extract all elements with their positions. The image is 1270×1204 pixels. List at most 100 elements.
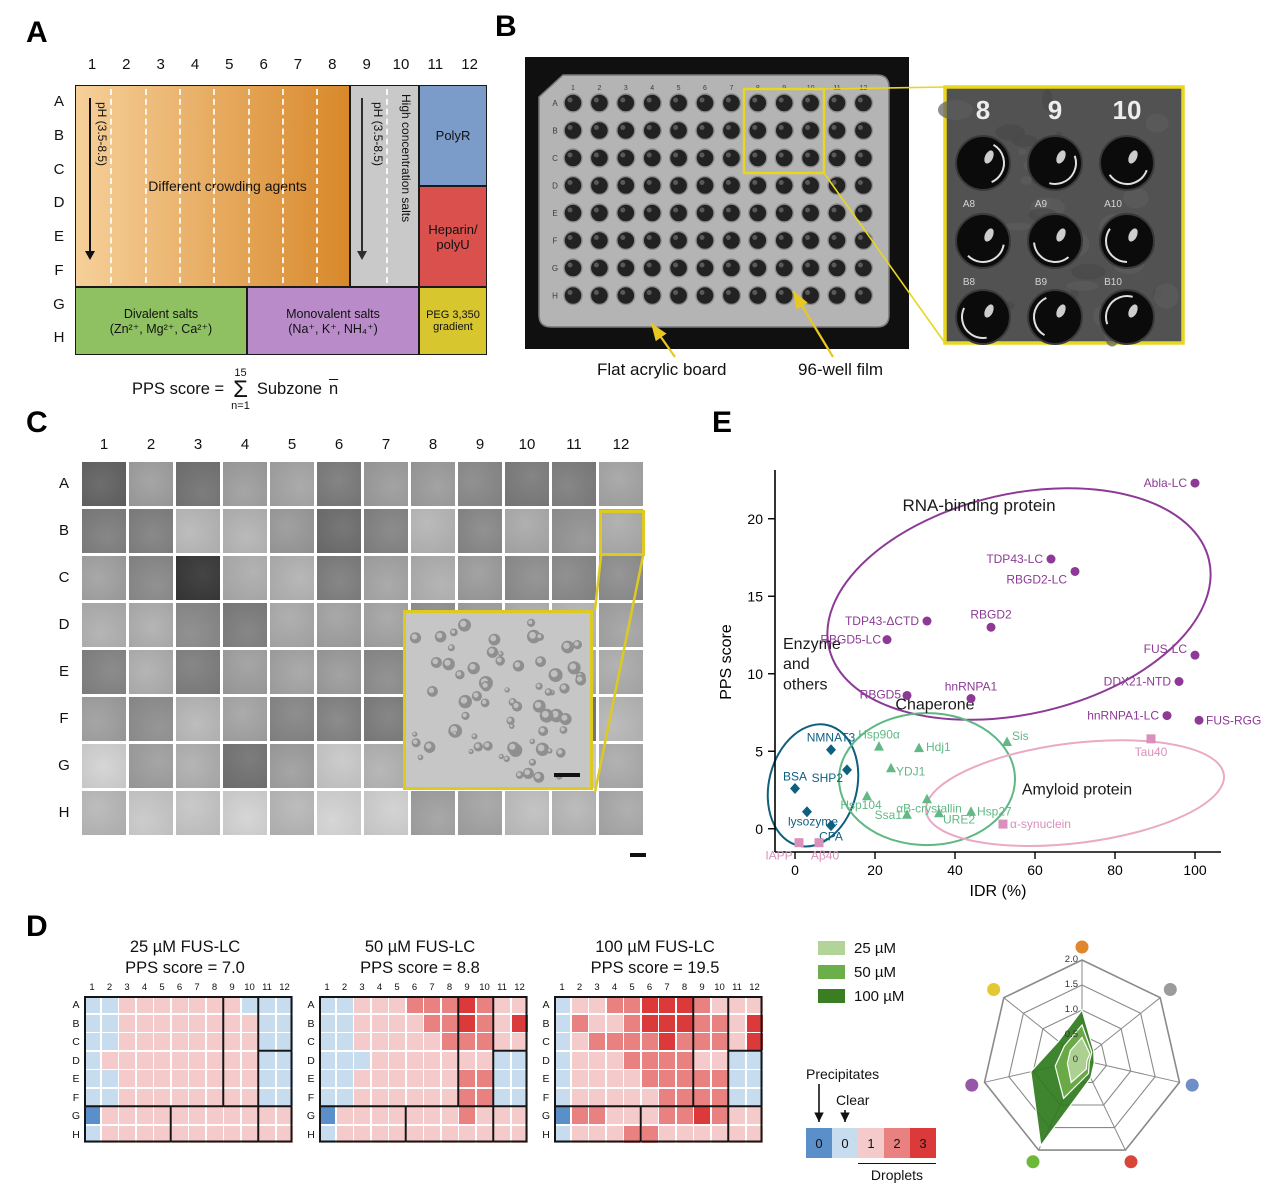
droplet-center [536,657,543,664]
microscopy-tile [129,697,173,741]
hm-row-label: B [542,1017,550,1030]
hm-row-label: H [307,1128,315,1141]
plate-well [563,148,583,168]
heatmap-cell [319,1107,335,1124]
group-annotation: and [783,656,810,673]
texture-blob [1018,148,1027,156]
microscopy-tile [411,791,455,835]
inset-well [1027,289,1083,345]
heatmap-cell [224,1033,240,1050]
scale-box: 3 [910,1128,936,1158]
well-highlight [620,207,626,213]
heatmap-cell [84,1107,100,1124]
legend-swatch [818,989,845,1003]
heatmap-cell [676,1014,693,1032]
heatmap-cell [589,1088,605,1106]
plate-col-label: 4 [190,56,200,73]
plate-row-letter: F [553,237,558,246]
plate-col-label: 7 [293,56,303,73]
plate-well [721,120,742,141]
data-point [1174,677,1184,686]
plate-well [695,120,715,141]
heatmap-score: PPS score = 7.0 [125,959,245,977]
heatmap-cell [729,996,745,1013]
hm-row-label: F [542,1091,550,1104]
heatmap-cell [389,1107,405,1124]
well-highlight [593,97,599,103]
microscopy-tile [270,509,314,553]
plate-well [668,148,689,168]
plate-well [800,93,821,113]
legend-arrows [814,1084,850,1122]
plate-well [774,175,794,196]
heatmap-cell [154,1070,170,1087]
microscopy-tile [223,462,267,506]
radar-vertex-dot [1163,983,1177,996]
column-divider [213,89,216,283]
zone-heparin-polyu: Heparin/ polyU [419,186,487,287]
heatmap-cell [171,1107,188,1124]
plate-well [721,148,742,168]
well-highlight [673,235,679,240]
hm-col-label: 4 [141,982,148,993]
point-label: IAPP [765,849,792,863]
heatmap-cell [406,1070,423,1087]
data-point [1194,715,1204,725]
microscopy-tile [364,697,408,741]
well-highlight [857,207,863,213]
ph-gradient-arrow [356,98,367,260]
microscopy-tile [129,650,173,694]
column-divider [178,89,181,283]
heatmap-cell [241,1051,258,1069]
heatmap-cell [676,996,693,1013]
plate-well [616,258,636,278]
microscopy-tile [317,744,361,788]
droplet-center [545,689,550,694]
grid-col-label: 12 [612,436,630,453]
heatmap-cell [406,1088,423,1106]
plate-well [642,175,662,196]
data-point [874,741,884,751]
heatmap-cell [459,996,475,1013]
heatmap-cell [554,996,570,1013]
plate-row-letter: D [552,182,558,191]
scale-bar [554,773,580,777]
x-tick-label: 80 [1107,862,1123,878]
flat-acrylic-board-label: Flat acrylic board [597,360,727,379]
heatmap-cell [476,1014,493,1032]
heatmap-cell [189,1051,205,1069]
well-highlight [831,262,837,268]
point-label: Ssa1 [875,808,903,822]
ph-label: pH (3.5-8.5) [371,102,385,167]
well-highlight [593,125,599,130]
plate-well [853,230,874,251]
droplet-center [444,659,451,666]
microscopy-tile [176,744,220,788]
heatmap-cell [101,1070,118,1087]
data-point [998,819,1008,829]
well-glint [1056,150,1066,164]
radar-vertex-dot [987,983,1001,996]
droplet-center [436,632,443,639]
hm-col-label: 8 [446,982,453,993]
heatmap-cell [589,1125,605,1143]
heatmap-cell [441,1070,458,1087]
heatmap-cell [241,996,258,1013]
point-label: αB-crystallin [896,801,962,815]
grid-row-label: B [58,522,69,539]
heatmap-cell [511,1033,528,1050]
well-film-label: 96-well film [798,360,884,379]
well-highlight [646,125,652,130]
well-highlight [805,235,811,240]
hm-row-label: F [307,1091,315,1104]
radar-spoke [1081,997,1161,1061]
hm-row-label: E [307,1073,315,1085]
heatmap-cell [659,1088,675,1106]
heatmap-cell [476,1070,493,1087]
hm-row-label: A [72,999,80,1011]
hm-col-label: 5 [394,982,400,993]
scale-box: 1 [858,1128,884,1158]
heatmap-cell [371,1051,388,1069]
heatmap-cell [154,1051,170,1069]
